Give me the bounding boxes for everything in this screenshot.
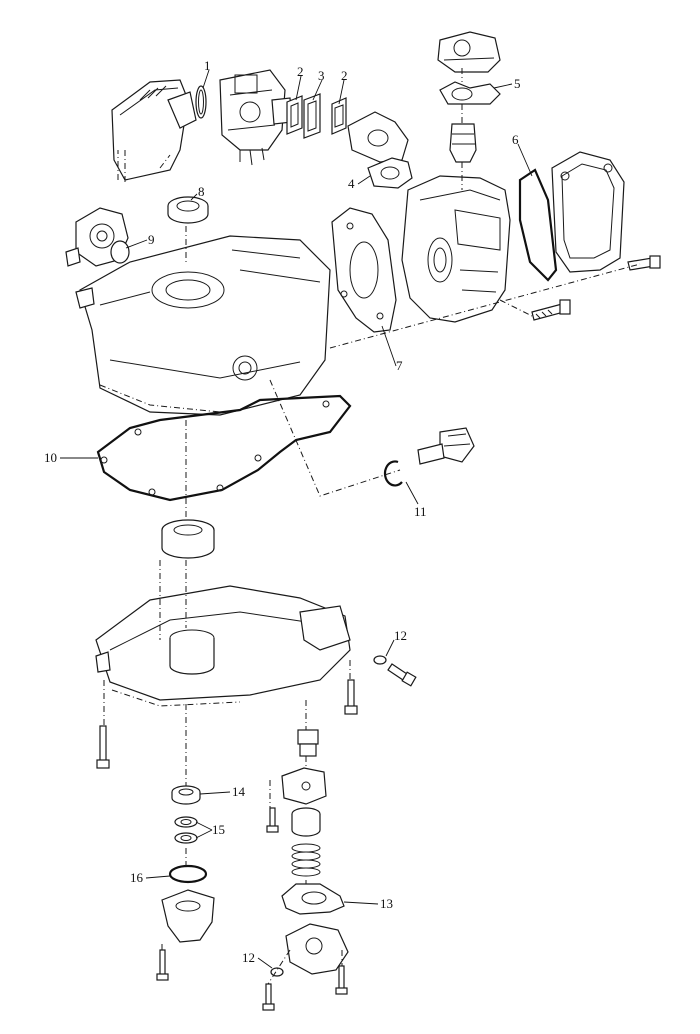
leader-lines xyxy=(60,69,533,969)
carburetor xyxy=(219,69,293,166)
callout-10: 10 xyxy=(44,450,57,465)
callout-13: 13 xyxy=(380,896,393,911)
thermostat-gasket-part-5 xyxy=(439,81,501,105)
thermostat xyxy=(449,123,477,163)
main-bearing xyxy=(161,519,215,559)
callout-12-lower: 12 xyxy=(242,950,255,965)
o-ring-part-1 xyxy=(195,85,207,119)
callout-9: 9 xyxy=(148,232,155,247)
callout-2a: 2 xyxy=(297,64,304,79)
pump-gasket-part-13 xyxy=(281,883,345,915)
pump-cover xyxy=(285,923,349,975)
oil-seal-part-8 xyxy=(167,196,209,224)
head-cover-gasket-part-6 xyxy=(518,168,558,282)
oil-seals-part-15 xyxy=(174,816,198,844)
drive-shaft-coupling xyxy=(297,729,319,757)
impeller-housing xyxy=(291,807,321,837)
callout-1: 1 xyxy=(204,58,211,73)
callout-labels: 1 2 3 2 4 5 6 7 8 9 10 11 12 13 14 15 16… xyxy=(44,58,521,965)
pump-plate-screw xyxy=(266,807,279,833)
cylinder-head-cover xyxy=(551,151,625,273)
pump-cover-bolts xyxy=(262,965,348,1011)
lower-seal-housing xyxy=(161,889,215,943)
callout-12-upper: 12 xyxy=(394,628,407,643)
callout-5: 5 xyxy=(514,76,521,91)
head-bolt xyxy=(531,299,571,321)
o-ring-part-11 xyxy=(383,460,403,487)
callout-4: 4 xyxy=(348,176,355,191)
crankcase-lower xyxy=(95,585,351,707)
oil-filler-plug xyxy=(417,427,475,465)
washer-part-12-lower xyxy=(270,967,284,977)
callout-6: 6 xyxy=(512,132,519,147)
callout-16: 16 xyxy=(130,870,144,885)
crankcase-gasket-part-10 xyxy=(96,394,352,502)
water-pump-plate xyxy=(281,767,327,805)
cylinder-head xyxy=(401,175,511,323)
o-ring-part-16 xyxy=(168,864,208,884)
air-intake-silencer xyxy=(111,79,197,182)
lower-case-bolts xyxy=(96,679,358,769)
callout-2b: 2 xyxy=(341,68,348,83)
cylinder-head-gasket-part-7 xyxy=(331,207,397,333)
washer-bolt-part-12-upper xyxy=(373,655,417,687)
thermostat-cover xyxy=(437,31,501,73)
callout-3: 3 xyxy=(318,68,325,83)
spring xyxy=(291,843,321,877)
o-ring-part-9 xyxy=(110,240,130,264)
callout-14: 14 xyxy=(232,784,246,799)
assembly-center-lines xyxy=(103,68,641,985)
manifold-gasket-part-4 xyxy=(367,157,413,189)
intake-manifold xyxy=(347,111,409,163)
callout-8: 8 xyxy=(198,184,205,199)
callout-15: 15 xyxy=(212,822,225,837)
callout-7: 7 xyxy=(396,358,403,373)
housing-bolts xyxy=(156,949,169,981)
oil-seal-part-14 xyxy=(171,785,201,805)
carburetor-gaskets-2-3-2 xyxy=(286,93,347,139)
crankcase-upper xyxy=(75,235,331,416)
cover-bolt xyxy=(627,255,661,271)
callout-11: 11 xyxy=(414,504,427,519)
gasket-bolt-holes xyxy=(100,400,330,496)
